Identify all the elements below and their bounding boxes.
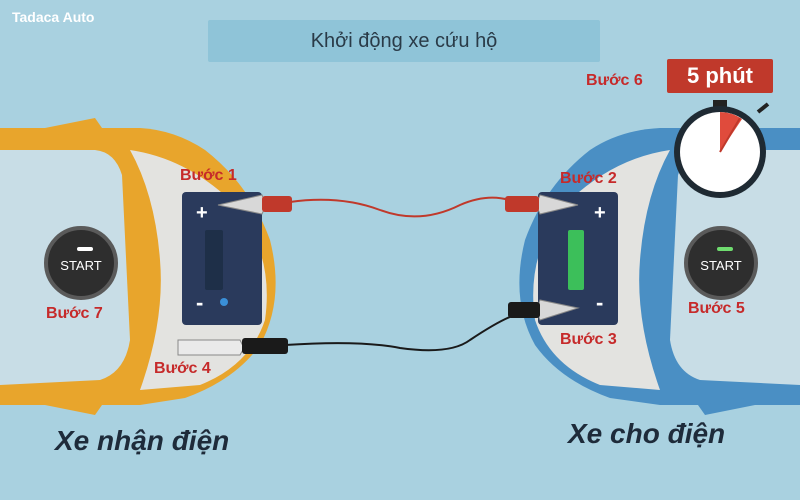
step-4-label: Bước 4 <box>154 360 211 377</box>
left-start-label: START <box>60 258 102 273</box>
step-5-label: Bước 5 <box>688 300 745 317</box>
left-battery <box>182 192 262 325</box>
timer-label: 5 phút <box>687 63 753 88</box>
left-battery-plus: + <box>196 202 208 224</box>
left-battery-indicator <box>205 230 223 290</box>
right-start-label: START <box>700 258 742 273</box>
step-1-label: Bước 1 <box>180 167 237 184</box>
stopwatch-icon <box>674 100 770 198</box>
clamp-icon <box>508 299 580 321</box>
watermark: Tadaca Auto <box>12 9 95 25</box>
right-start-button[interactable]: START <box>684 226 758 300</box>
step-6-label: Bước 6 <box>586 72 643 89</box>
right-car-caption: Xe cho điện <box>568 418 726 449</box>
left-battery-minus: - <box>196 290 204 315</box>
title-banner: Khởi động xe cứu hộ <box>208 20 600 62</box>
step-7-label: Bước 7 <box>46 305 103 322</box>
page-title: Khởi động xe cứu hộ <box>310 30 498 52</box>
left-start-led <box>77 247 93 251</box>
timer-badge: 5 phút <box>667 59 773 93</box>
left-start-button[interactable]: START <box>44 226 118 300</box>
negative-cable <box>284 314 516 352</box>
right-mirror-bottom <box>698 398 755 415</box>
left-battery-dot <box>220 298 228 306</box>
clamp-icon <box>505 194 579 215</box>
left-mirror-bottom <box>45 398 102 415</box>
left-car-caption: Xe nhận điện <box>55 425 230 456</box>
left-mirror-top <box>45 118 102 135</box>
positive-cable <box>289 196 516 218</box>
right-start-led <box>717 247 733 251</box>
step-2-label: Bước 2 <box>560 170 617 187</box>
right-battery <box>538 192 618 325</box>
clamp-icon <box>177 338 288 356</box>
clamp-icon <box>217 194 292 215</box>
step-3-label: Bước 3 <box>560 331 617 348</box>
right-battery-minus: - <box>596 290 604 315</box>
right-battery-indicator <box>568 230 584 290</box>
right-battery-plus: + <box>594 202 606 224</box>
